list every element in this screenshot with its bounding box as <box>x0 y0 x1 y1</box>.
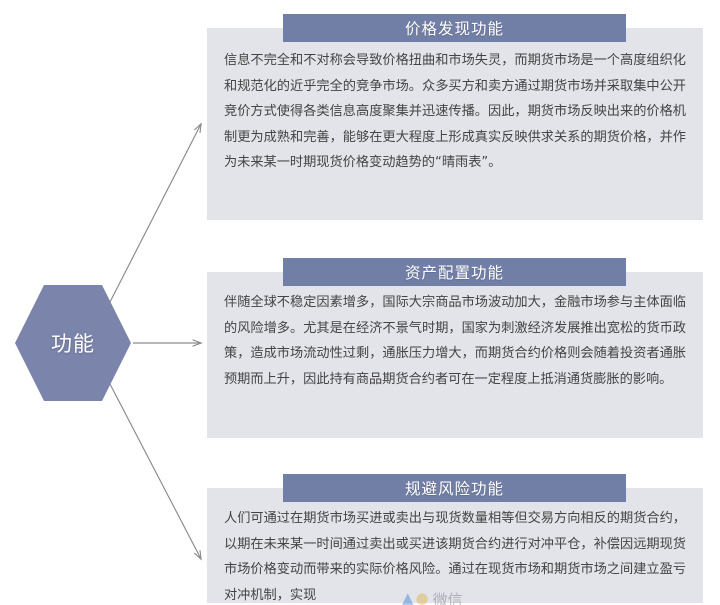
card-body-risk-avoidance: 人们可通过在期货市场买进或卖出与现货数量相等但交易方向相反的期货合约，以期在未来… <box>207 488 703 603</box>
card-text-asset-allocation: 伴随全球不稳定因素增多，国际大宗商品市场波动加大，金融市场参与主体面临的风险增多… <box>224 295 686 387</box>
card-asset-allocation[interactable]: 资产配置功能 伴随全球不稳定因素增多，国际大宗商品市场波动加大，金融市场参与主体… <box>207 258 703 438</box>
root-node-label: 功能 <box>51 332 95 356</box>
card-body-asset-allocation: 伴随全球不稳定因素增多，国际大宗商品市场波动加大，金融市场参与主体面临的风险增多… <box>207 272 703 438</box>
root-node-functions[interactable]: 功能 <box>15 285 131 401</box>
card-title-risk-avoidance: 规避风险功能 <box>283 474 626 502</box>
card-text-risk-avoidance: 人们可通过在期货市场买进或卖出与现货数量相等但交易方向相反的期货合约，以期在未来… <box>224 511 686 603</box>
arrow-to-risk-avoidance <box>109 383 201 559</box>
card-title-price-discovery: 价格发现功能 <box>283 14 626 42</box>
card-title-asset-allocation: 资产配置功能 <box>283 258 626 286</box>
card-risk-avoidance[interactable]: 规避风险功能 人们可通过在期货市场买进或卖出与现货数量相等但交易方向相反的期货合… <box>207 474 703 603</box>
card-price-discovery[interactable]: 价格发现功能 信息不完全和不对称会导致价格扭曲和市场失灵，而期货市场是一个高度组… <box>207 14 703 220</box>
card-text-price-discovery: 信息不完全和不对称会导致价格扭曲和市场失灵，而期货市场是一个高度组织化和规范化的… <box>224 53 686 171</box>
card-body-price-discovery: 信息不完全和不对称会导致价格扭曲和市场失灵，而期货市场是一个高度组织化和规范化的… <box>207 28 703 220</box>
hexagon-shape <box>15 285 131 401</box>
arrow-to-price-discovery <box>109 124 201 303</box>
